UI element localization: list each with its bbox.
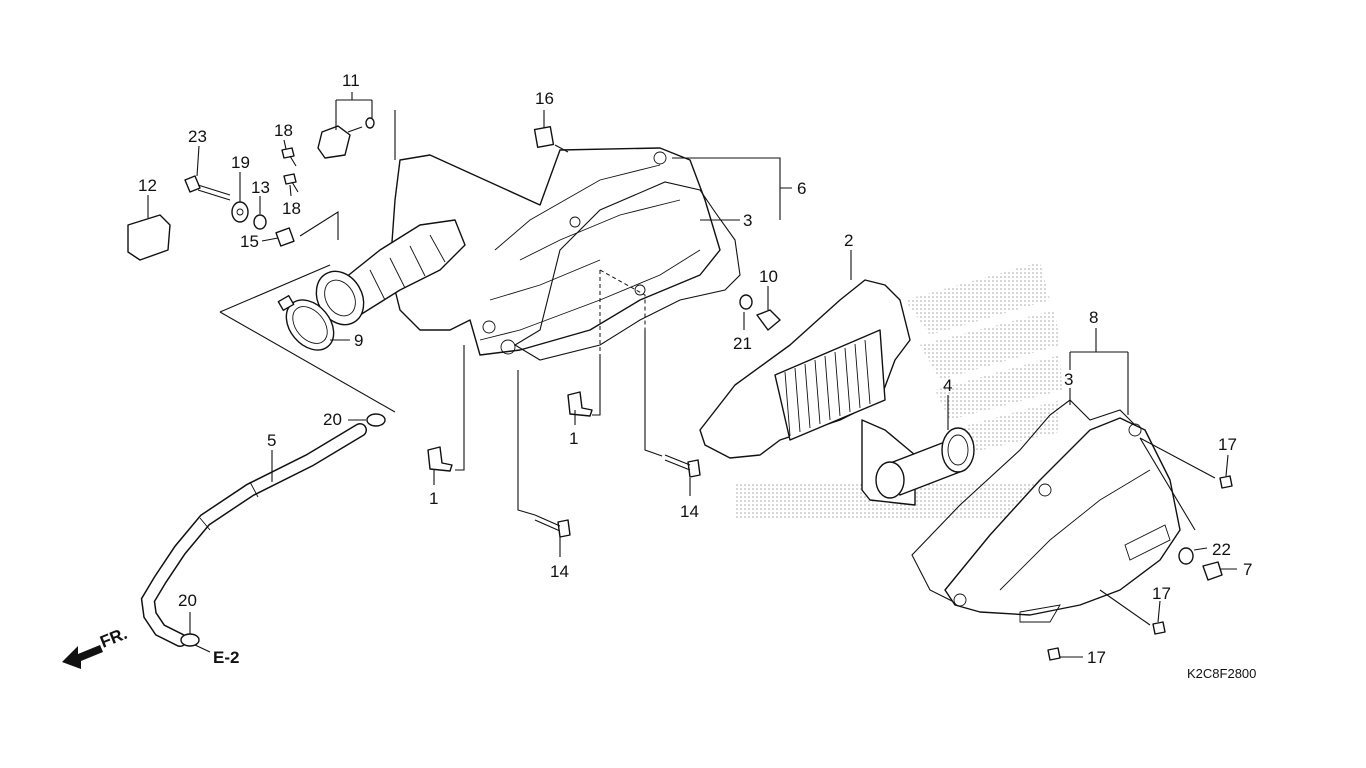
part-label-2: 2: [844, 231, 853, 250]
part-label-16: 16: [535, 89, 554, 108]
part-label-10: 10: [759, 267, 778, 286]
part-label-12: 12: [138, 176, 157, 195]
part-label-21: 21: [733, 334, 752, 353]
air-cleaner-element: [699, 279, 911, 459]
part-number-labels: 11 23 18 19 12 13 18 15 9 16 6 3 2 10 21…: [138, 71, 1252, 667]
drain-tube: [140, 423, 367, 647]
reference-e2: E-2: [213, 648, 239, 667]
part-label-9: 9: [354, 331, 363, 350]
part-label-20a: 20: [323, 410, 342, 429]
part-label-6: 6: [797, 179, 806, 198]
part-label-18b: 18: [282, 199, 301, 218]
front-label: FR.: [97, 624, 130, 652]
part-label-20b: 20: [178, 591, 197, 610]
figure-code: K2C8F2800: [1187, 666, 1256, 681]
part-label-23: 23: [188, 127, 207, 146]
part-label-22: 22: [1212, 540, 1231, 559]
part-label-8: 8: [1089, 308, 1098, 327]
part-label-1b: 1: [429, 489, 438, 508]
part-label-1a: 1: [569, 429, 578, 448]
part-label-13: 13: [251, 178, 270, 197]
case-gasket: [513, 181, 741, 361]
part-label-17a: 17: [1218, 435, 1237, 454]
part-label-15: 15: [240, 232, 259, 251]
part-label-14b: 14: [550, 562, 569, 581]
tube-band: [277, 294, 335, 351]
leader-lines: [147, 92, 1237, 658]
front-direction-arrow: FR.: [62, 624, 130, 669]
part-label-11: 11: [342, 71, 360, 90]
part-label-3a: 3: [743, 211, 752, 230]
air-guide-tube: [861, 419, 975, 506]
part-label-17c: 17: [1087, 648, 1106, 667]
part-label-19: 19: [231, 153, 250, 172]
part-label-17b: 17: [1152, 584, 1171, 603]
part-label-18a: 18: [274, 121, 293, 140]
air-cleaner-cover: [911, 399, 1181, 623]
part-label-5: 5: [267, 431, 276, 450]
part-label-7: 7: [1243, 560, 1252, 579]
connecting-tube: [315, 219, 466, 326]
part-label-14a: 14: [680, 502, 699, 521]
small-parts: [127, 117, 1233, 661]
air-cleaner-case: [389, 147, 721, 356]
part-label-3b: 3: [1064, 370, 1073, 389]
part-label-4: 4: [943, 376, 952, 395]
